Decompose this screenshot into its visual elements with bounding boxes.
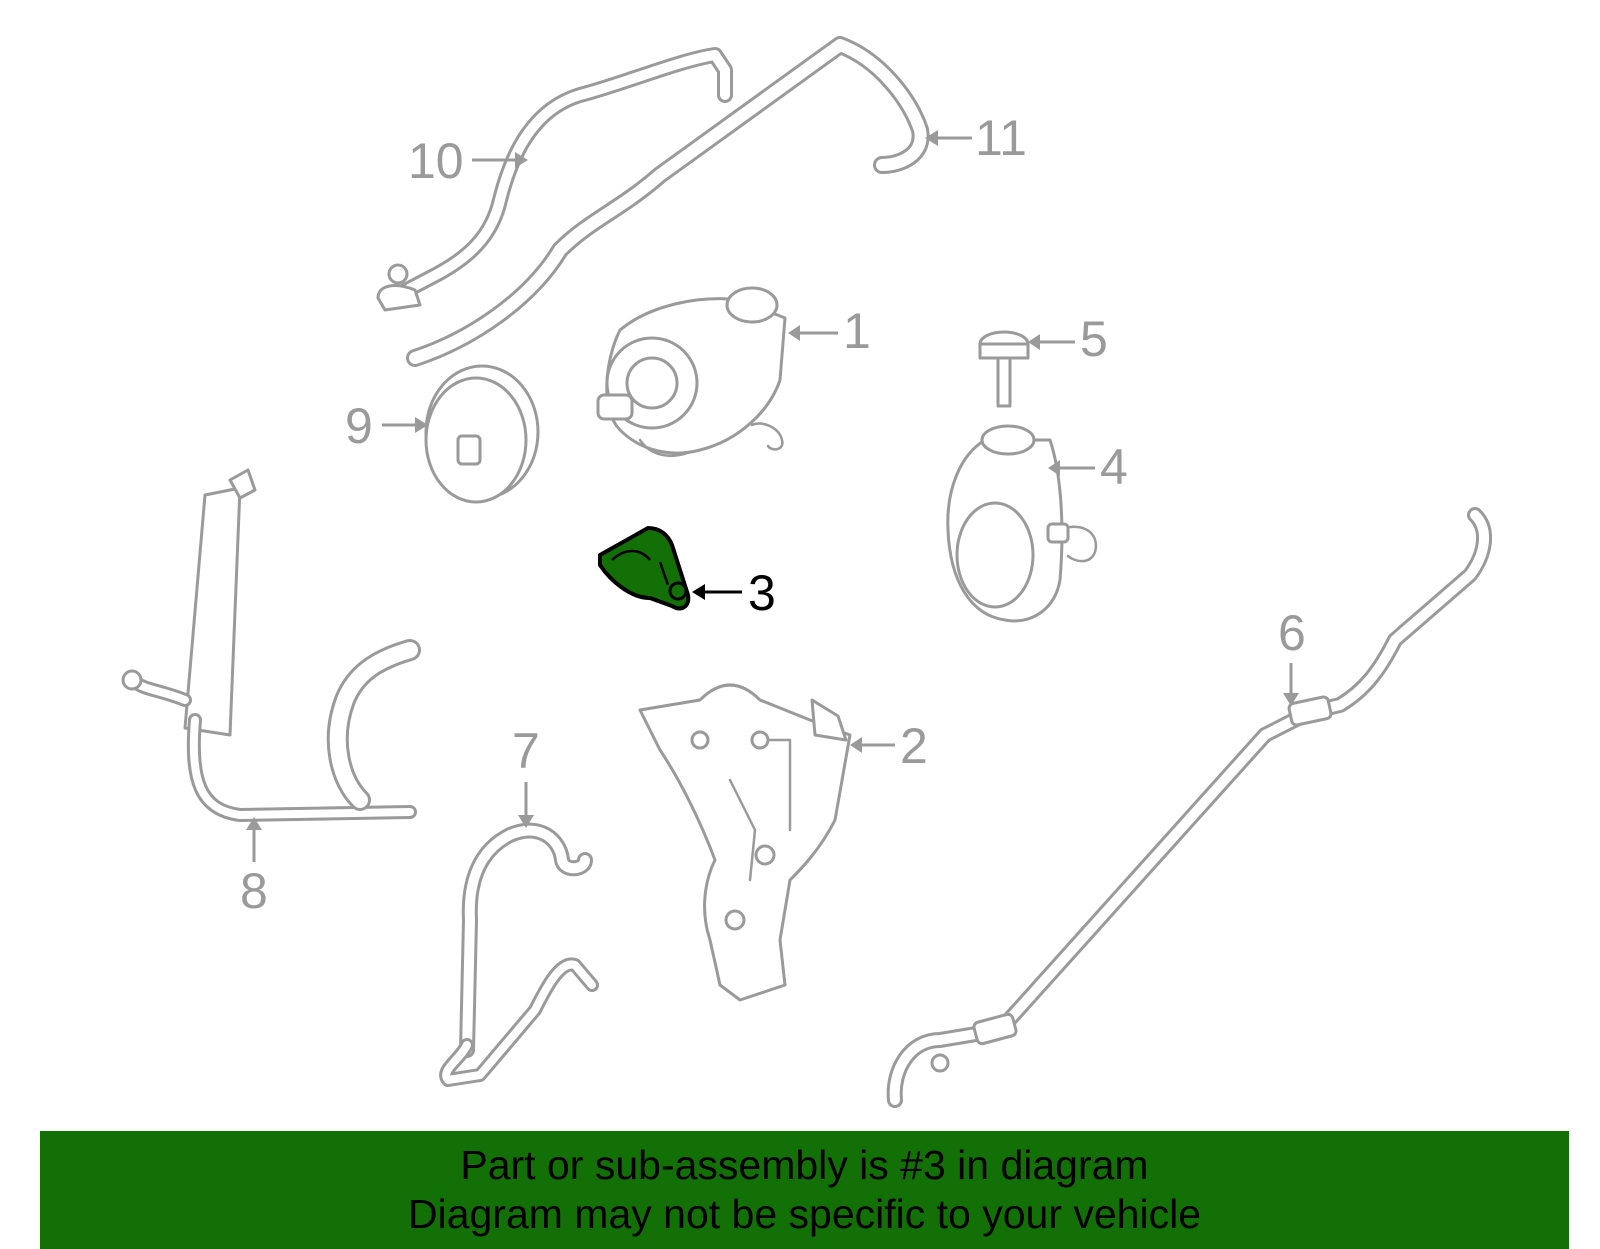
callout-number-11: 11 bbox=[975, 110, 1027, 166]
callout-number-4: 4 bbox=[1100, 439, 1128, 495]
part-5-cap[interactable] bbox=[978, 330, 1030, 408]
banner-line-1: Part or sub-assembly is #3 in diagram bbox=[460, 1142, 1149, 1188]
callout-7: 7 bbox=[512, 723, 540, 828]
part-11-hose[interactable] bbox=[406, 36, 930, 367]
callout-6: 6 bbox=[1278, 605, 1306, 706]
callout-number-8: 8 bbox=[240, 863, 268, 919]
callout-number-6: 6 bbox=[1278, 605, 1306, 661]
callout-2: 2 bbox=[850, 718, 928, 774]
banner-line-2: Diagram may not be specific to your vehi… bbox=[407, 1191, 1201, 1237]
callout-1: 1 bbox=[788, 303, 871, 359]
part-4-reservoir[interactable] bbox=[946, 424, 1098, 623]
callout-10: 10 bbox=[408, 133, 528, 189]
part-3-bracket[interactable] bbox=[598, 526, 691, 611]
part-10-hose[interactable] bbox=[376, 47, 733, 312]
part-9-pulley[interactable] bbox=[424, 364, 540, 504]
callout-number-10: 10 bbox=[408, 133, 464, 189]
callout-11: 11 bbox=[925, 110, 1027, 166]
info-banner: Part or sub-assembly is #3 in diagram Di… bbox=[40, 1131, 1569, 1249]
part-7-hose[interactable] bbox=[439, 822, 599, 1087]
callout-number-7: 7 bbox=[512, 723, 540, 779]
callout-3: 3 bbox=[692, 565, 776, 621]
part-2-bracket[interactable] bbox=[638, 683, 852, 1002]
callout-8: 8 bbox=[240, 817, 268, 919]
callout-4: 4 bbox=[1048, 439, 1128, 495]
callout-number-2: 2 bbox=[900, 718, 928, 774]
callout-number-5: 5 bbox=[1080, 311, 1108, 367]
callout-number-9: 9 bbox=[345, 398, 373, 454]
part-6-line[interactable] bbox=[886, 507, 1493, 1108]
callout-5: 5 bbox=[1028, 311, 1108, 367]
callout-number-1: 1 bbox=[843, 303, 871, 359]
part-1-pump[interactable] bbox=[596, 286, 787, 457]
callout-9: 9 bbox=[345, 398, 428, 454]
callout-number-3: 3 bbox=[748, 565, 776, 621]
part-8-cooler[interactable] bbox=[121, 468, 421, 822]
